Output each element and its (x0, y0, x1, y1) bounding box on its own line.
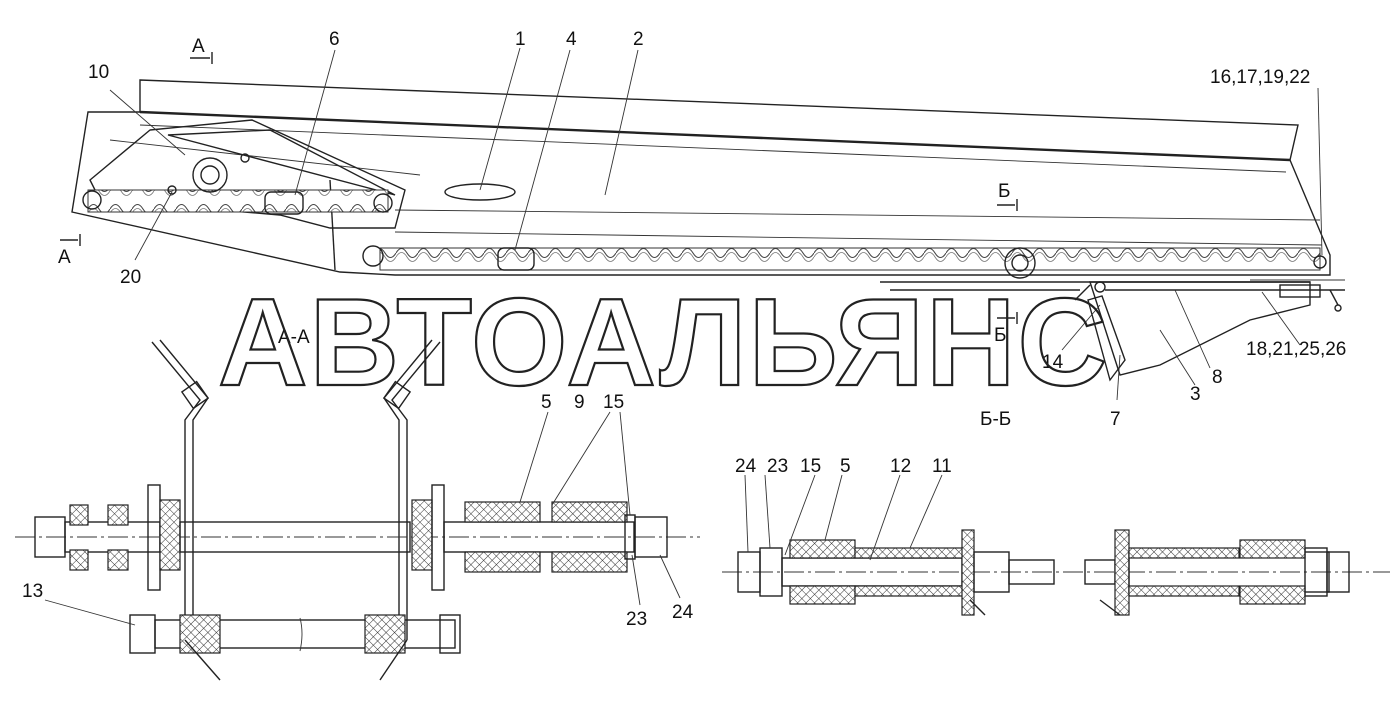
bb-callout-11: 11 (932, 456, 952, 477)
adjuster-18 (1279, 284, 1321, 298)
section-bb-view (722, 529, 1390, 616)
callout-3: 3 (1190, 384, 1201, 405)
flap-14 (1087, 295, 1126, 382)
middle-bearing (1004, 247, 1036, 279)
callout-4: 4 (566, 29, 577, 50)
coupling-6 (264, 191, 304, 215)
lower-screw (379, 247, 1321, 271)
section-marker-b-top: Б (998, 181, 1010, 202)
callout-18-21-25-26: 18,21,25,26 (1246, 339, 1346, 360)
inspection-hatch (444, 183, 516, 201)
callout-1: 1 (515, 29, 526, 50)
bb-callout-23: 23 (767, 456, 788, 477)
aa-callout-9: 9 (574, 392, 585, 413)
coil-9 (551, 501, 628, 523)
aa-callout-5: 5 (541, 392, 552, 413)
bearing-lower (362, 245, 384, 267)
section-marker-b-bottom: Б (994, 325, 1006, 346)
callout-20: 20 (120, 267, 141, 288)
main-leaders (109, 47, 1323, 401)
section-title-bb: Б-Б (980, 409, 1011, 430)
callout-8: 8 (1212, 367, 1223, 388)
aa-callout-24: 24 (672, 602, 694, 623)
section-title-aa: А-А (278, 327, 310, 348)
left-end-plate (89, 119, 406, 229)
aa-leaders (44, 411, 681, 626)
callout-16-17-19-22: 16,17,19,22 (1210, 67, 1310, 88)
bb-callout-24: 24 (735, 456, 757, 477)
drive-shaft-aa (179, 521, 411, 553)
section-aa-view (15, 339, 700, 681)
bb-callout-15: 15 (800, 456, 821, 477)
shaft-nut-right (634, 516, 668, 558)
bb-callout-5: 5 (840, 456, 851, 477)
section-marker-a-top: А (192, 36, 205, 57)
aa-callout-13: 13 (22, 581, 43, 602)
aa-callout-15: 15 (603, 392, 624, 413)
tie-shaft (154, 619, 456, 649)
callout-6: 6 (329, 29, 340, 50)
coil-5 (464, 501, 541, 523)
aa-callout-23: 23 (626, 609, 647, 630)
section-marker-a-left: А (58, 247, 71, 268)
upper-screw (87, 189, 389, 213)
bb-callout-12: 12 (890, 456, 911, 477)
end-bearing-left (82, 190, 102, 210)
bb-leaders (744, 474, 943, 561)
tension-bracket (167, 129, 396, 196)
callout-7: 7 (1110, 409, 1121, 430)
discharge-hopper (1089, 281, 1311, 376)
drive-pulley (192, 157, 228, 193)
main-housing (71, 111, 1331, 276)
main-view (60, 52, 1345, 382)
callout-10: 10 (88, 62, 109, 83)
watermark: АВТОАЛЬЯНС (218, 274, 1109, 412)
callout-14: 14 (1042, 352, 1064, 373)
bearing-upper (373, 193, 393, 213)
callout-2: 2 (633, 29, 644, 50)
